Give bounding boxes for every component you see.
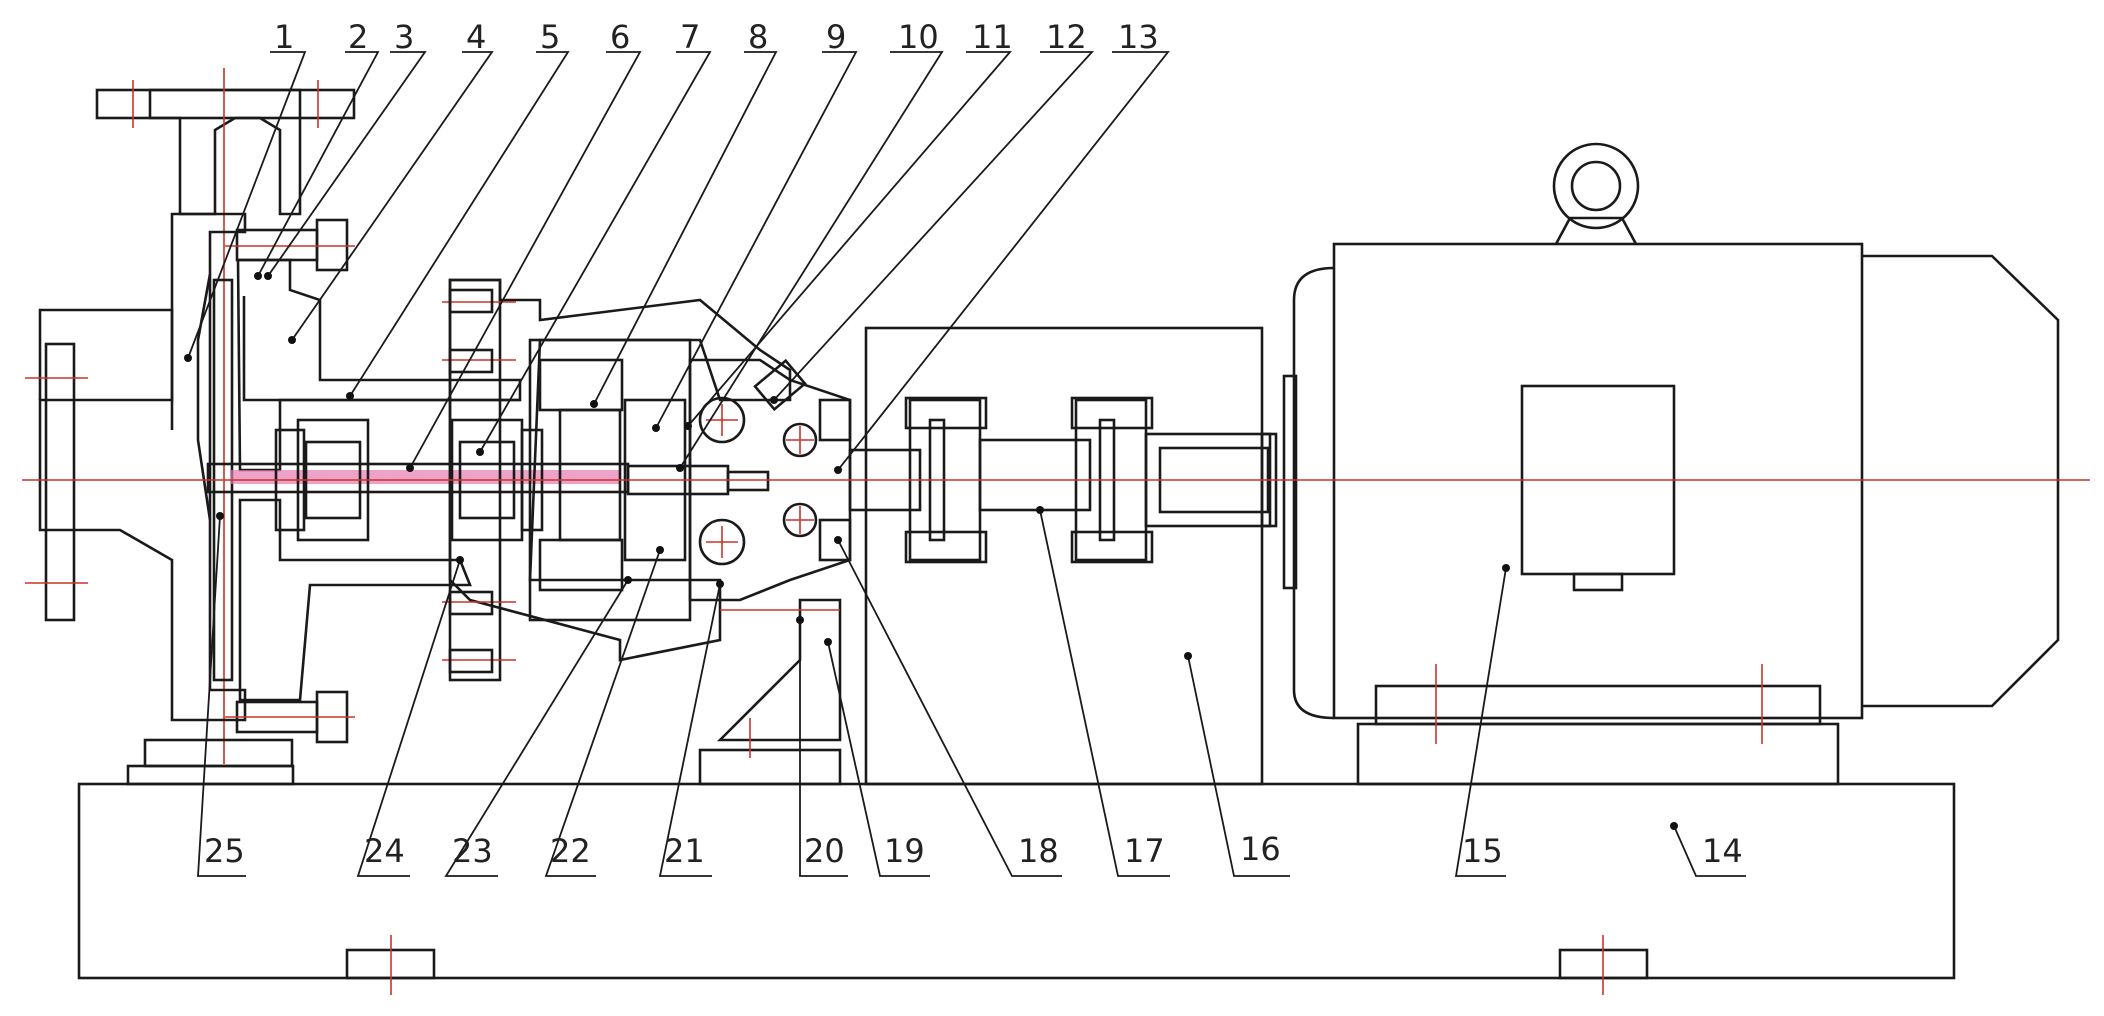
callout-2: 2 [348,18,368,56]
callout-16: 16 [1240,830,1281,868]
callout-22: 22 [550,832,591,870]
callout-23: 23 [452,832,493,870]
callout-14: 14 [1702,832,1743,870]
callout-5: 5 [540,18,560,56]
callout-15: 15 [1462,832,1503,870]
pump-casing [25,68,356,786]
callout-17: 17 [1124,832,1165,870]
callout-25: 25 [204,832,245,870]
callout-11: 11 [972,18,1013,56]
bearing-housing [688,358,852,786]
callout-19: 19 [884,832,925,870]
callout-4: 4 [466,18,486,56]
callout-13: 13 [1118,18,1159,56]
callout-20: 20 [804,832,845,870]
callout-21: 21 [664,832,705,870]
callout-6: 6 [610,18,630,56]
callout-9: 9 [826,18,846,56]
electric-motor [1282,142,2060,786]
callout-12: 12 [1046,18,1087,56]
coupling-guard [864,326,1264,786]
callout-10: 10 [898,18,939,56]
callout-labels-top: 1 2 3 4 5 6 7 8 9 10 11 12 13 [274,18,1159,56]
base-plate [77,782,1956,995]
leader-lines [184,51,1746,877]
callout-24: 24 [364,832,405,870]
callout-8: 8 [748,18,768,56]
callout-3: 3 [394,18,414,56]
callout-7: 7 [680,18,700,56]
callout-1: 1 [274,18,294,56]
callout-labels-bottom: 25 24 23 22 21 20 19 18 17 16 15 14 [204,830,1743,870]
callout-18: 18 [1018,832,1059,870]
